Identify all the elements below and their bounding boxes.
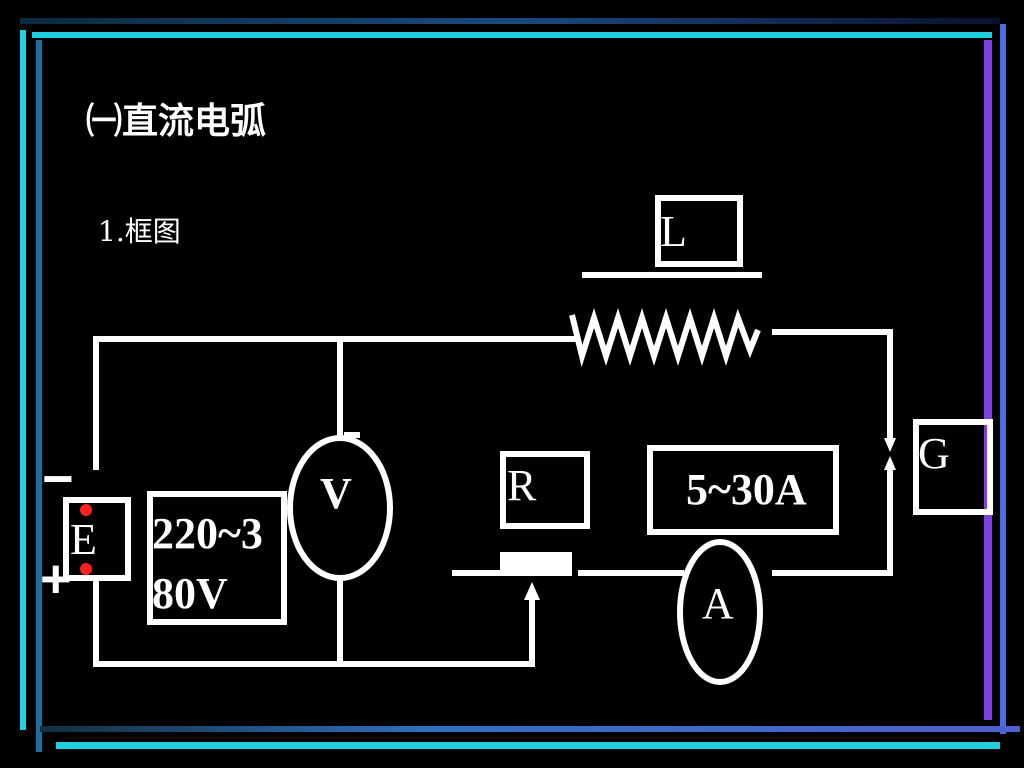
resistor-block	[500, 552, 572, 576]
wire-bottom-return	[93, 580, 535, 667]
current-range-label: 5~30A	[686, 465, 807, 514]
gap-electrode-bottom	[884, 456, 896, 470]
voltage-box	[147, 491, 287, 625]
frame-left-cyan-bar	[20, 30, 26, 730]
voltmeter-tick	[344, 432, 360, 438]
ammeter-circle	[677, 539, 763, 685]
positive-terminal-dot	[80, 563, 92, 575]
wire-top-left	[93, 336, 576, 470]
current-range-box	[647, 445, 839, 535]
voltmeter-label: V	[320, 469, 352, 518]
voltage-line-1: 220~3	[152, 509, 263, 558]
resistor-label-box	[500, 451, 590, 529]
source-box	[63, 497, 131, 581]
slide-title: ㈠直流电弧	[86, 101, 267, 142]
source-label: E	[70, 515, 97, 564]
wire-right-bottom	[772, 470, 893, 576]
wire-top-right	[772, 329, 893, 440]
gap-label-box	[913, 419, 993, 515]
frame-right-blue-bar	[1000, 24, 1006, 734]
voltage-line-2: 80V	[152, 569, 228, 618]
negative-terminal-dot	[80, 504, 92, 516]
slider-arrow-head	[524, 582, 540, 600]
minus-sign: −	[42, 449, 74, 509]
inductor-label: L	[660, 207, 687, 256]
inductor-coil	[569, 308, 761, 368]
frame-top-cyan-bar	[32, 32, 992, 38]
gap-electrode-top	[884, 438, 896, 452]
frame-top-dark-bar	[20, 18, 1000, 24]
frame-bottom-cyan-bar	[56, 742, 1000, 749]
ammeter-label: A	[702, 579, 734, 628]
frame-left-blue-bar	[36, 40, 42, 752]
slide-subtitle: 1.框图	[98, 215, 181, 248]
resistor-label: R	[507, 461, 537, 510]
inductor-label-box	[655, 195, 743, 267]
plus-sign: +	[40, 549, 72, 609]
frame-right-purple-bar	[984, 40, 992, 720]
gap-label: G	[918, 429, 950, 478]
voltmeter-circle	[287, 435, 393, 581]
frame-bottom-blue-bar	[40, 726, 1020, 732]
